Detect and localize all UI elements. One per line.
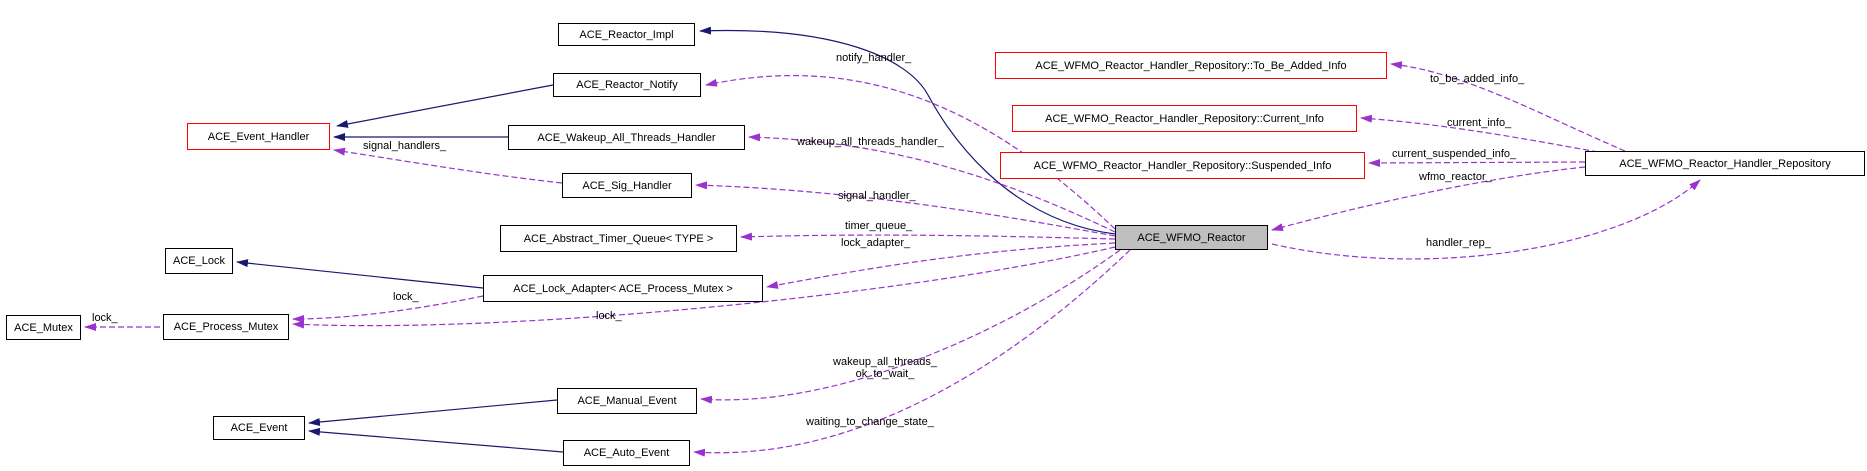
edge-wakeup-ok-to-wait	[700, 249, 1121, 404]
edge-label-manual-event-members: wakeup_all_threads_ ok_to_wait_	[800, 356, 970, 380]
node-label: ACE_Event	[230, 422, 288, 434]
edge-label-lock-from-reactor: lock_	[596, 310, 622, 322]
edge-label-current-info: current_info_	[1447, 117, 1512, 129]
edge-label-timer-queue: timer_queue_	[845, 220, 913, 232]
node-ace-lock[interactable]: ACE_Lock	[165, 248, 233, 274]
node-ace-reactor-notify[interactable]: ACE_Reactor_Notify	[553, 73, 701, 97]
edge-current-suspended-info	[1368, 158, 1586, 167]
edge-lock-adapter-member	[766, 242, 1116, 289]
edge-handler-rep	[1271, 179, 1701, 260]
node-ace-manual-event[interactable]: ACE_Manual_Event	[557, 388, 697, 414]
node-ace-wakeup-all-threads-handler[interactable]: ACE_Wakeup_All_Threads_Handler	[508, 125, 745, 150]
node-label: ACE_Abstract_Timer_Queue< TYPE >	[523, 232, 714, 245]
node-ace-event[interactable]: ACE_Event	[213, 416, 305, 440]
node-label: ACE_WFMO_Reactor_Handler_Repository	[1619, 157, 1831, 170]
edge-wfmo-reactor-member	[1271, 166, 1586, 231]
node-label: ACE_WFMO_Reactor_Handler_Repository::Sus…	[1033, 159, 1332, 172]
node-label: ACE_WFMO_Reactor_Handler_Repository::To_…	[1035, 59, 1347, 72]
edge-timer-queue	[740, 232, 1116, 241]
node-label: ACE_Reactor_Impl	[579, 28, 674, 41]
edge-label-handler-rep: handler_rep_	[1426, 237, 1491, 249]
node-label: ACE_WFMO_Reactor	[1137, 231, 1246, 244]
edge-waiting-to-change-state	[693, 249, 1131, 457]
node-label: ACE_Mutex	[14, 321, 73, 334]
edge-label-wfmo-reactor: wfmo_reactor_	[1419, 171, 1492, 183]
edge-notify-handler	[705, 75, 1116, 230]
edge-label-lock-adapter: lock_adapter_	[841, 237, 911, 249]
edge-wakeup-all-threads-handler	[748, 133, 1116, 233]
node-label: ACE_Sig_Handler	[582, 179, 672, 192]
node-ace-mutex[interactable]: ACE_Mutex	[6, 315, 81, 340]
node-label: ACE_Process_Mutex	[173, 321, 279, 333]
node-to-be-added-info[interactable]: ACE_WFMO_Reactor_Handler_Repository::To_…	[995, 52, 1387, 79]
node-label: ACE_Lock_Adapter< ACE_Process_Mutex >	[513, 282, 733, 295]
node-label: ACE_Auto_Event	[583, 447, 670, 459]
node-ace-auto-event[interactable]: ACE_Auto_Event	[563, 440, 690, 466]
edge-signal-handler	[695, 181, 1116, 237]
node-current-info[interactable]: ACE_WFMO_Reactor_Handler_Repository::Cur…	[1012, 105, 1357, 132]
edge-label-ok-to-wait: ok_to_wait_	[855, 368, 915, 380]
edge-manual-event-to-ace-event	[308, 399, 558, 426]
edge-label-wakeup-all-threads: wakeup_all_threads_	[833, 356, 937, 368]
edge-lock-adapter-to-ace-lock	[236, 259, 484, 289]
edge-wfmo-reactor-to-reactor-impl	[699, 26, 1116, 235]
node-ace-process-mutex[interactable]: ACE_Process_Mutex	[163, 314, 289, 340]
edge-label-lock-to-mutex: lock_	[92, 312, 118, 324]
node-suspended-info[interactable]: ACE_WFMO_Reactor_Handler_Repository::Sus…	[1000, 152, 1365, 179]
edge-to-be-added-info	[1390, 61, 1626, 152]
edge-lock-from-adapter	[292, 295, 484, 323]
node-label: ACE_Manual_Event	[577, 395, 677, 407]
node-ace-sig-handler[interactable]: ACE_Sig_Handler	[562, 173, 692, 198]
edge-signal-handlers	[333, 147, 563, 184]
node-handler-repository[interactable]: ACE_WFMO_Reactor_Handler_Repository	[1585, 151, 1865, 176]
edge-current-info	[1360, 114, 1599, 153]
edge-label-waiting-to-change-state: waiting_to_change_state_	[806, 416, 934, 428]
edge-label-signal-handler: signal_handler_	[838, 190, 916, 202]
edge-auto-event-to-ace-event	[308, 427, 564, 453]
node-ace-reactor-impl[interactable]: ACE_Reactor_Impl	[558, 23, 695, 46]
node-label: ACE_Event_Handler	[207, 130, 310, 143]
edge-label-lock-from-adapter: lock_	[393, 291, 419, 303]
node-ace-wfmo-reactor: ACE_WFMO_Reactor	[1115, 225, 1268, 250]
edge-label-to-be-added-info: to_be_added_info_	[1430, 73, 1525, 85]
edge-label-current-suspended-info: current_suspended_info_	[1392, 148, 1517, 160]
edge-label-wakeup-all-threads-handler: wakeup_all_threads_handler_	[797, 136, 944, 148]
edge-label-notify-handler: notify_handler_	[836, 52, 912, 64]
node-ace-lock-adapter[interactable]: ACE_Lock_Adapter< ACE_Process_Mutex >	[483, 275, 763, 302]
node-ace-abstract-timer-queue[interactable]: ACE_Abstract_Timer_Queue< TYPE >	[500, 225, 737, 252]
node-label: ACE_Reactor_Notify	[576, 79, 678, 91]
edge-lock-from-reactor	[292, 246, 1116, 329]
edge-reactor-notify-to-event-handler	[336, 84, 554, 128]
node-label: ACE_Lock	[173, 255, 225, 267]
edge-label-signal-handlers: signal_handlers_	[363, 140, 447, 152]
node-label: ACE_Wakeup_All_Threads_Handler	[537, 131, 716, 144]
node-ace-event-handler[interactable]: ACE_Event_Handler	[187, 123, 330, 150]
node-label: ACE_WFMO_Reactor_Handler_Repository::Cur…	[1045, 112, 1324, 125]
